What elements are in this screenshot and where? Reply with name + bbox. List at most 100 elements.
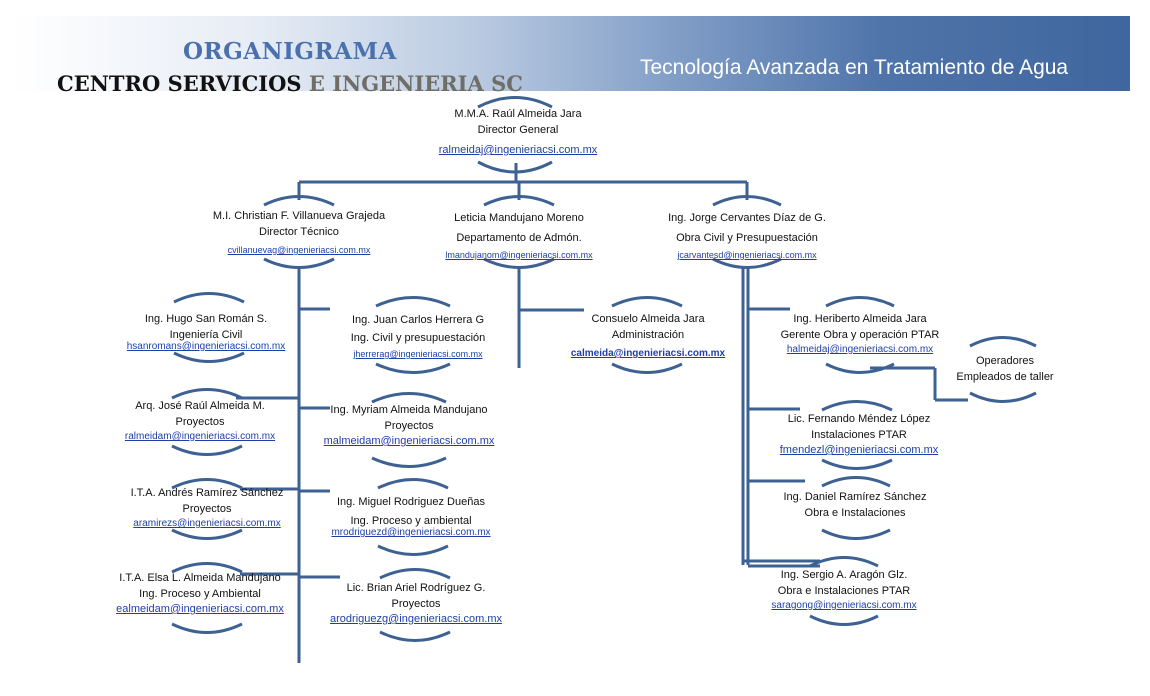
arc-heriberto-top	[825, 296, 895, 308]
node-name: Ing. Myriam Almeida Mandujano	[330, 404, 488, 416]
node-role: Proyectos	[182, 503, 232, 515]
node-name: Ing. Juan Carlos Herrera G	[351, 314, 485, 326]
arc-myriam-bottom	[371, 456, 447, 468]
node-name: Arq. José Raúl Almeida M.	[135, 400, 265, 412]
company-name: CENTRO SERVICIOS E INGENIERIA SC	[57, 71, 523, 96]
arc-admon-top	[483, 195, 555, 207]
email-link[interactable]: ralmeidam@ingenieriacsi.com.mx	[124, 431, 276, 442]
node-hugo: Ing. Hugo San Román S. Ingeniería Civil …	[46, 311, 366, 353]
email-link[interactable]: arodriguezg@ingenieriacsi.com.mx	[330, 613, 502, 625]
node-name: Ing. Heriberto Almeida Jara	[793, 313, 927, 325]
node-name: Lic. Fernando Méndez López	[787, 413, 931, 425]
arc-obracivil-bottom	[712, 257, 782, 269]
node-name: I.T.A. Andrés Ramírez Sánchez	[130, 487, 284, 499]
arc-tecnico-bottom	[263, 257, 335, 269]
arc-director-top	[477, 96, 553, 109]
arc-obracivil-top	[712, 195, 782, 207]
email-link[interactable]: ealmeidam@ingenieriacsi.com.mx	[116, 603, 284, 615]
node-role: Instalaciones PTAR	[811, 429, 907, 441]
arc-director-bottom	[477, 160, 553, 174]
node-role: Departamento de Admón.	[456, 232, 582, 244]
arc-daniel-top	[821, 476, 891, 488]
node-name: M.M.A. Raúl Almeida Jara	[454, 108, 582, 120]
email-link[interactable]: ralmeidaj@ingenieriacsi.com.mx	[438, 144, 598, 156]
email-link[interactable]: fmendezl@ingenieriacsi.com.mx	[779, 444, 939, 456]
email-link[interactable]: jherrerag@ingenieriacsi.com.mx	[353, 349, 483, 359]
node-role: Obra e Instalaciones PTAR	[777, 585, 911, 597]
arc-elsa-top	[171, 562, 243, 574]
arc-juan-bottom	[375, 362, 451, 374]
arc-brian-bottom	[379, 630, 451, 642]
node-obra-civil: Ing. Jorge Cervantes Díaz de G. Obra Civ…	[587, 208, 907, 262]
arc-miguel-bottom	[377, 544, 449, 556]
email-link[interactable]: cvillanuevag@ingenieriacsi.com.mx	[227, 245, 371, 255]
node-role: Obra Civil y Presupuestación	[676, 232, 818, 244]
arc-juan-top	[375, 296, 451, 308]
arc-elsa-bottom	[171, 622, 243, 634]
arc-sergio-top	[809, 556, 879, 568]
node-andres: I.T.A. Andrés Ramírez Sánchez Proyectos …	[47, 485, 367, 530]
node-juan: Ing. Juan Carlos Herrera G Ing. Civil y …	[258, 311, 578, 361]
node-director-tecnico: M.I. Christian F. Villanueva Grajeda Dir…	[139, 208, 459, 257]
arc-consuelo-bottom	[611, 362, 683, 374]
node-name: Ing. Sergio A. Aragón Glz.	[780, 569, 908, 581]
header-banner: ORGANIGRAMA CENTRO SERVICIOS E INGENIERI…	[13, 16, 1130, 96]
node-name: Ing. Daniel Ramírez Sánchez	[783, 491, 927, 503]
company-tagline: Tecnología Avanzada en Tratamiento de Ag…	[640, 56, 1069, 79]
node-name: Leticia Mandujano Moreno	[454, 212, 584, 224]
node-heriberto: Ing. Heriberto Almeida Jara Gerente Obra…	[700, 311, 1020, 356]
company-name-part1: CENTRO SERVICIOS	[57, 71, 302, 96]
arc-operadores-bottom	[969, 391, 1037, 403]
node-name: Operadores	[975, 355, 1035, 367]
email-link[interactable]: calmeida@ingenieriacsi.com.mx	[570, 348, 726, 359]
arc-andres-top	[171, 478, 243, 490]
email-link[interactable]: lmandujanom@ingenieriacsi.com.mx	[445, 250, 593, 260]
arc-hugo-bottom	[173, 351, 245, 363]
node-name: Ing. Miguel Rodriguez Dueñas	[337, 496, 485, 508]
node-director-general: M.M.A. Raúl Almeida Jara Director Genera…	[358, 106, 678, 158]
node-role: Director Técnico	[259, 226, 339, 238]
email-link[interactable]: malmeidam@ingenieriacsi.com.mx	[323, 435, 495, 447]
node-role: Ing. Proceso y ambiental	[350, 515, 472, 527]
arc-heriberto-bottom	[825, 362, 895, 374]
node-myriam: Ing. Myriam Almeida Mandujano Proyectos …	[249, 402, 569, 449]
arc-jose-top	[171, 388, 243, 400]
node-name: M.I. Christian F. Villanueva Grajeda	[212, 210, 386, 222]
email-link[interactable]: jcarvantesd@ingenieriacsi.com.mx	[677, 250, 817, 260]
node-name: I.T.A. Elsa L. Almeida Mandujano	[119, 572, 281, 584]
arc-consuelo-top	[611, 296, 683, 308]
arc-fernando-top	[821, 400, 893, 412]
node-role: Gerente Obra y operación PTAR	[780, 329, 940, 341]
arc-fernando-bottom	[821, 458, 893, 470]
node-role: Director General	[477, 124, 559, 136]
node-role: Ingeniería Civil	[169, 329, 243, 341]
arc-myriam-top	[371, 392, 447, 404]
email-link[interactable]: saragong@ingenieriacsi.com.mx	[771, 600, 917, 611]
node-name: Consuelo Almeida Jara	[591, 313, 705, 325]
node-brian: Lic. Brian Ariel Rodríguez G. Proyectos …	[256, 580, 576, 627]
arc-sergio-bottom	[809, 614, 879, 626]
node-miguel: Ing. Miguel Rodriguez Dueñas Ing. Proces…	[251, 493, 571, 539]
arc-miguel-top	[377, 478, 449, 490]
arc-tecnico-top	[263, 195, 335, 207]
node-role: Proyectos	[175, 416, 225, 428]
node-consuelo: Consuelo Almeida Jara Administración cal…	[488, 311, 808, 360]
arc-admon-bottom	[483, 257, 555, 269]
company-name-part2: E INGENIERIA SC	[308, 71, 523, 96]
node-role: Proyectos	[384, 420, 434, 432]
email-link[interactable]: hsanromans@ingenieriacsi.com.mx	[126, 341, 286, 352]
node-jose: Arq. José Raúl Almeida M. Proyectos ralm…	[40, 398, 360, 443]
node-name: Lic. Brian Ariel Rodríguez G.	[346, 582, 486, 594]
node-elsa: I.T.A. Elsa L. Almeida Mandujano Ing. Pr…	[40, 570, 360, 617]
node-name: Ing. Jorge Cervantes Díaz de G.	[668, 212, 826, 224]
email-link[interactable]: halmeidaj@ingenieriacsi.com.mx	[786, 344, 934, 355]
node-sergio: Ing. Sergio A. Aragón Glz. Obra e Instal…	[684, 567, 1004, 612]
node-name: Ing. Hugo San Román S.	[144, 313, 268, 325]
node-role: Administración	[611, 329, 685, 341]
email-link[interactable]: mrodriguezd@ingenieriacsi.com.mx	[331, 527, 491, 538]
node-daniel: Ing. Daniel Ramírez Sánchez Obra e Insta…	[695, 489, 1015, 521]
node-role: Ing. Proceso y Ambiental	[139, 588, 261, 600]
node-admon: Leticia Mandujano Moreno Departamento de…	[359, 208, 679, 262]
email-link[interactable]: aramirezs@ingenieriacsi.com.mx	[133, 518, 281, 529]
node-role: Empleados de taller	[956, 371, 1054, 383]
